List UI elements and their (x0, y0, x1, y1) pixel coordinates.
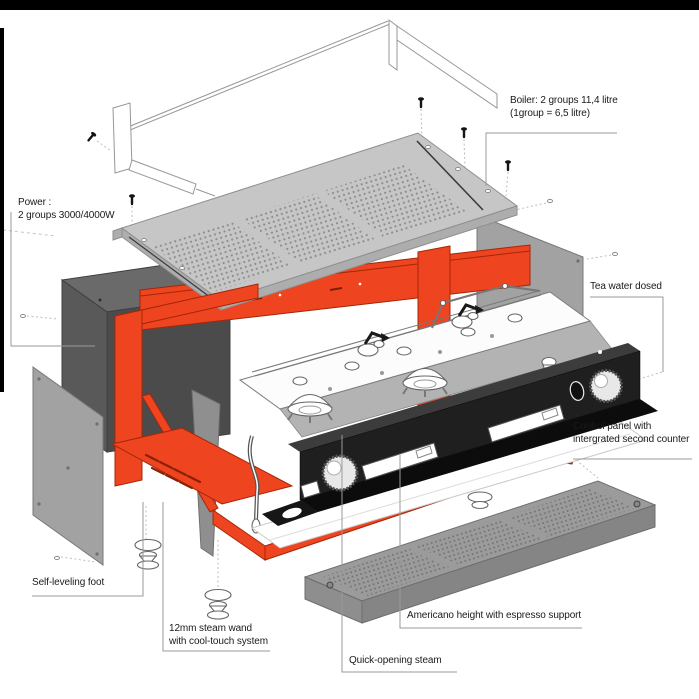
label-quick-opening-steam: Quick-opening steam (349, 655, 442, 668)
cup-rail-wireframe (112, 19, 498, 197)
label-power-line2: 2 groups 3000/4000W (18, 209, 115, 221)
label-power-line1: Power : (18, 197, 52, 208)
label-boiler-line1: Boiler: 2 groups 11,4 litre (510, 95, 618, 106)
steam-knob (589, 369, 623, 403)
self-leveling-foot (134, 538, 162, 570)
steam-knob (321, 454, 359, 492)
knob-mount-hole (569, 381, 585, 401)
label-americano-height: Americano height with espresso support (407, 610, 581, 623)
label-tea-water: Tea water dosed (590, 281, 662, 294)
chassis-left-post (114, 309, 143, 487)
steam-valve (357, 331, 390, 357)
left-letterbox-bar (0, 28, 4, 392)
label-steam-wand: 12mm steam wand with cool-touch system (169, 623, 268, 648)
label-quick-steam-text: Quick-opening steam (349, 655, 442, 666)
label-power: Power : 2 groups 3000/4000W (18, 197, 115, 222)
group-head (402, 367, 448, 397)
label-americano-text: Americano height with espresso support (407, 610, 582, 621)
lid-perforation (152, 165, 466, 292)
leader-lines (10, 132, 692, 673)
control-panel (262, 343, 658, 526)
label-control-line2: intergrated second counter (573, 433, 690, 445)
screw-icon (87, 131, 97, 142)
self-leveling-foot (467, 491, 493, 510)
self-leveling-foot (204, 588, 232, 620)
cup-rail-left-bracket (112, 102, 133, 174)
label-control-line1: Control panel with (573, 421, 652, 432)
label-foot-text: Self-leveling foot (32, 577, 105, 588)
front-side-panel (32, 366, 104, 566)
label-self-leveling-foot: Self-leveling foot (32, 577, 104, 590)
group-head (287, 393, 333, 423)
label-wand-line1: 12mm steam wand (169, 623, 252, 634)
label-tea-water-text: Tea water dosed (590, 281, 662, 292)
top-letterbox-bar (0, 0, 699, 10)
cup-rail-back-strip (396, 25, 498, 109)
label-wand-line2: with cool-touch system (169, 635, 268, 647)
top-lid (112, 132, 519, 311)
label-boiler: Boiler: 2 groups 11,4 litre (1group = 6,… (510, 95, 618, 120)
boiler-assembly (238, 282, 613, 438)
steam-valve (451, 303, 484, 329)
label-boiler-line2: (1group = 6,5 litre) (510, 107, 590, 119)
label-control-panel: Control panel with intergrated second co… (573, 421, 689, 446)
shot-counter-display (487, 404, 565, 443)
cup-rail-tab (388, 19, 398, 71)
rivets (20, 198, 618, 561)
